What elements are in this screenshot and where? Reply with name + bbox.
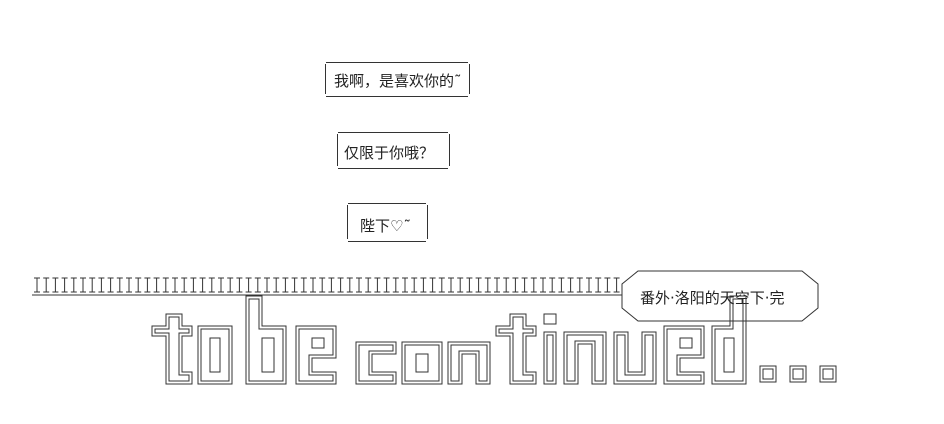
box-border: [326, 96, 468, 97]
ruler-svg: [32, 277, 628, 296]
ruler-tick: [34, 277, 40, 293]
ruler-tick: [236, 277, 243, 293]
ruler-tick: [392, 277, 399, 293]
ruler-tick: [484, 277, 491, 293]
ruler-tick: [586, 277, 592, 293]
ruler-tick: [429, 277, 436, 293]
ruler-tick: [365, 277, 372, 293]
ruler-tick: [595, 277, 602, 293]
ruler-tick: [346, 277, 353, 293]
ruler-tick: [181, 277, 188, 293]
dialogue-box-3: 陛下♡˜: [344, 203, 430, 243]
dialogue-text-2: 仅限于你哦？: [344, 144, 435, 162]
ruler-tick: [89, 277, 96, 293]
ruler-tick: [521, 277, 528, 293]
ruler-tick: [264, 277, 270, 293]
box-border: [337, 134, 338, 166]
box-border: [469, 64, 470, 94]
ruler-tick: [310, 277, 316, 293]
ruler-tick: [199, 277, 206, 293]
ruler-tick: [374, 277, 381, 293]
ruler-tick: [162, 277, 169, 293]
ruler-tick: [540, 277, 546, 293]
ruler-tick: [319, 277, 326, 293]
ruler-tick: [135, 277, 142, 293]
ruler-tick: [503, 277, 510, 293]
ruler-tick: [337, 277, 344, 293]
ruler-tick: [411, 277, 418, 293]
ruler-tick: [512, 277, 519, 293]
dialogue-box-2: 仅限于你哦？: [334, 132, 452, 170]
ruler-tick: [144, 277, 151, 293]
ruler-tick: [61, 277, 68, 293]
ruler-tick: [218, 277, 224, 293]
box-border: [338, 168, 448, 169]
ruler-tick: [70, 277, 77, 293]
box-border: [347, 205, 348, 239]
ruler-tick: [116, 277, 123, 293]
ruler-tick: [549, 277, 556, 293]
ruler-tick: [604, 277, 611, 293]
box-border: [348, 241, 426, 242]
sign-frame: [621, 270, 819, 322]
box-border: [325, 64, 326, 94]
ascii-art-banner: [140, 292, 840, 392]
ascii-ruler: [32, 274, 628, 296]
ruler-tick: [567, 277, 574, 293]
ruler-tick: [475, 277, 482, 293]
ruler-tick: [126, 277, 132, 293]
ending-sign: 番外·洛阳的天空下·完: [620, 270, 820, 322]
ruler-tick: [613, 277, 620, 293]
ruler-tick: [254, 277, 261, 293]
box-border: [326, 62, 468, 63]
ruler-tick: [576, 277, 583, 293]
ruler-tick: [153, 277, 160, 293]
ruler-tick: [383, 277, 390, 293]
ruler-tick: [273, 277, 280, 293]
ruler-tick: [328, 277, 335, 293]
ruler-tick: [291, 277, 298, 293]
ruler-tick: [402, 277, 408, 293]
ruler-tick: [245, 277, 252, 293]
dialogue-text-3: 陛下♡˜: [360, 217, 411, 235]
banner-art: [151, 295, 837, 385]
ruler-tick: [448, 277, 454, 293]
ruler-tick: [172, 277, 178, 293]
ruler-tick: [227, 277, 234, 293]
ruler-tick: [190, 277, 197, 293]
ruler-tick: [52, 277, 59, 293]
dialogue-box-1: 我啊，是喜欢你的˜: [322, 62, 472, 98]
ruler-tick: [420, 277, 427, 293]
ruler-tick: [107, 277, 114, 293]
ruler-tick: [466, 277, 473, 293]
ruler-tick: [530, 277, 537, 293]
ruler-tick: [98, 277, 105, 293]
sign-text: 番外·洛阳的天空下·完: [640, 289, 785, 307]
ruler-tick: [208, 277, 215, 293]
ruler-tick: [558, 277, 565, 293]
box-border: [338, 132, 448, 133]
ruler-tick: [282, 277, 289, 293]
ruler-tick: [356, 277, 362, 293]
box-border: [449, 134, 450, 166]
dialogue-text-1: 我啊，是喜欢你的˜: [334, 72, 462, 90]
ruler-tick: [80, 277, 86, 293]
ruler-tick: [457, 277, 464, 293]
ruler-tick: [438, 277, 445, 293]
ruler-tick: [300, 277, 307, 293]
box-border: [427, 205, 428, 239]
ruler-tick: [43, 277, 50, 293]
box-border: [348, 203, 426, 204]
ruler-tick: [494, 277, 500, 293]
